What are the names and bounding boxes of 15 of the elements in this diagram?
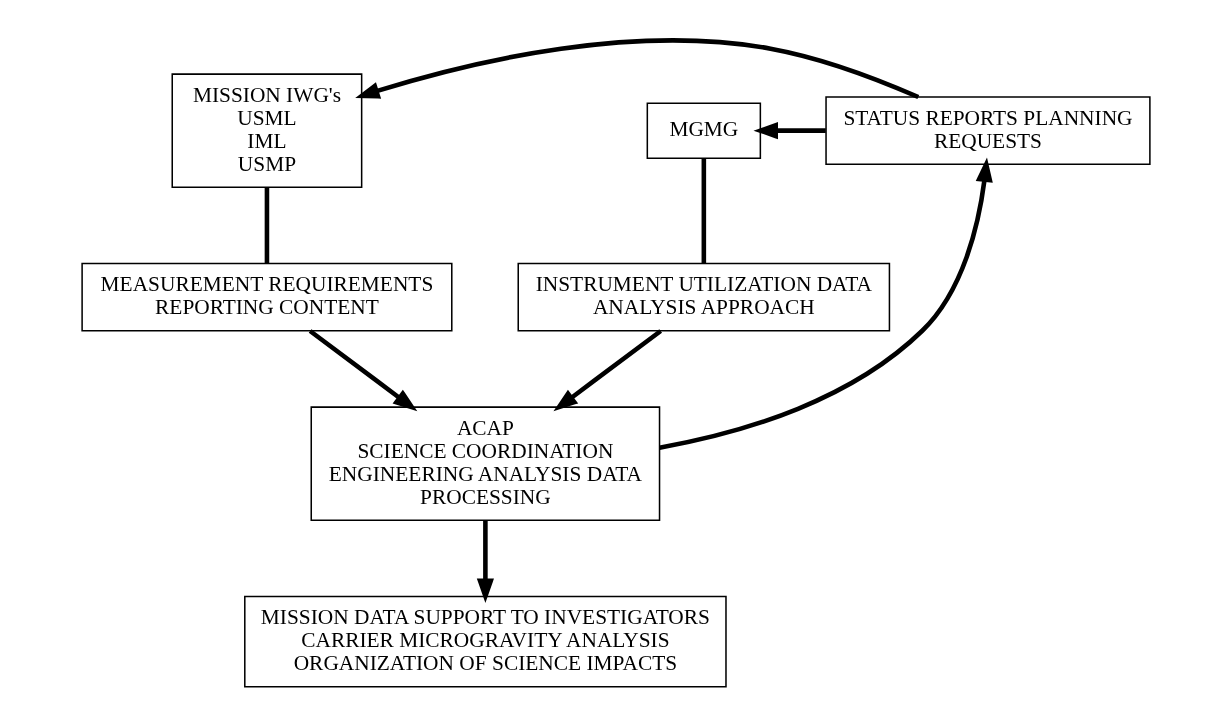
node-box: MEASUREMENT REQUIREMENTS REPORTING CONTENT	[80, 262, 453, 332]
node-box: STATUS REPORTS PLANNING REQUESTS	[824, 96, 1151, 165]
node-box: INSTRUMENT UTILIZATION DATA ANALYSIS APPROACH	[516, 262, 890, 332]
node-box: ACAP SCIENCE COORDINATION ENGINEERING ANALYSIS DATA PROCESSING	[310, 406, 660, 521]
arrow	[552, 329, 662, 412]
node-box: MISSION DATA SUPPORT TO INVESTIGATORS CARRIER MICROGRAVITY ANALYSIS ORGANIZATION OF SCIENCE IMPACTS	[243, 595, 727, 688]
node-box: MISSION IWG's USML IML USMP	[170, 73, 362, 188]
connector	[264, 187, 269, 264]
node-box: MGMG	[646, 102, 761, 159]
arrow	[658, 157, 993, 450]
arrow	[753, 122, 826, 140]
connector	[701, 158, 706, 264]
arrow	[354, 38, 919, 100]
arrow	[308, 329, 417, 412]
arrow	[476, 520, 494, 604]
